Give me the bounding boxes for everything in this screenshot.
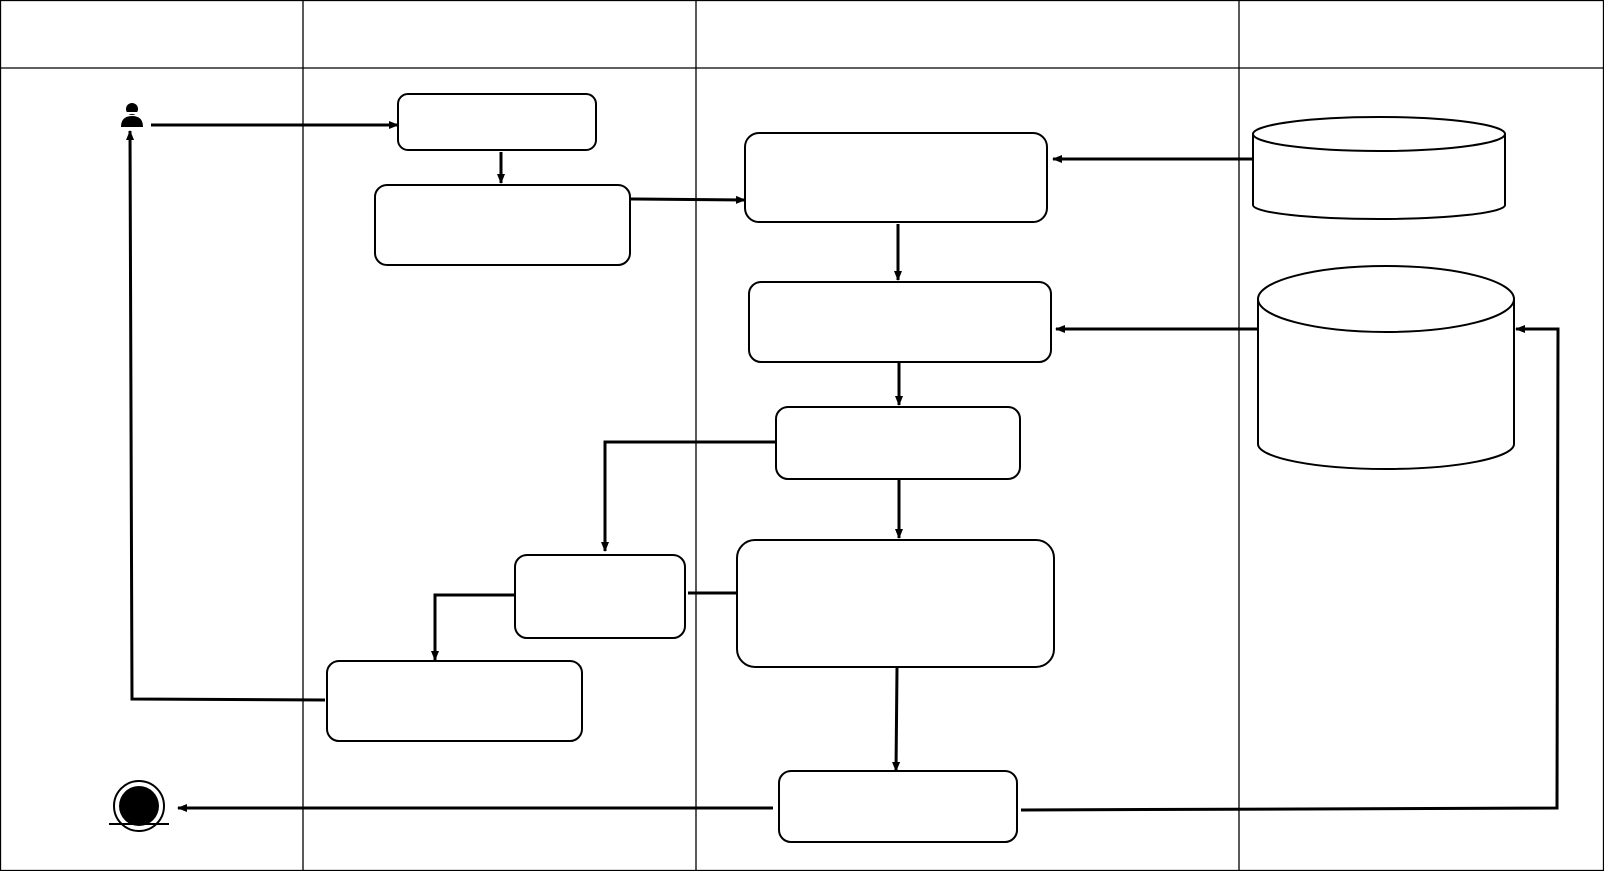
final-state-icon: [109, 780, 169, 832]
activity-box-f: [514, 554, 686, 639]
activity-box-d: [748, 281, 1052, 363]
edge-box-i-to-db-2: [1020, 325, 1560, 812]
edge-box-g-to-box-i: [892, 667, 901, 772]
activity-box-i: [778, 770, 1018, 843]
edge-box-b-to-box-c: [630, 195, 746, 204]
edge-box-f-to-box-h: [431, 593, 515, 661]
datastore-nodes: [1252, 116, 1515, 470]
datastore-1: [1252, 116, 1506, 220]
actor-icon: [121, 103, 143, 127]
datastore-2: [1257, 265, 1515, 470]
activity-box-a: [397, 93, 597, 151]
edge-box-h-to-actor: [126, 130, 326, 702]
activity-nodes: [326, 93, 1055, 843]
activity-box-g: [736, 539, 1055, 668]
activity-box-c: [744, 132, 1048, 223]
activity-box-e: [775, 406, 1021, 480]
connectors: [126, 121, 1560, 812]
activity-box-b: [374, 184, 631, 266]
activity-box-h: [326, 660, 583, 742]
edge-box-e-to-box-f: [601, 440, 776, 552]
